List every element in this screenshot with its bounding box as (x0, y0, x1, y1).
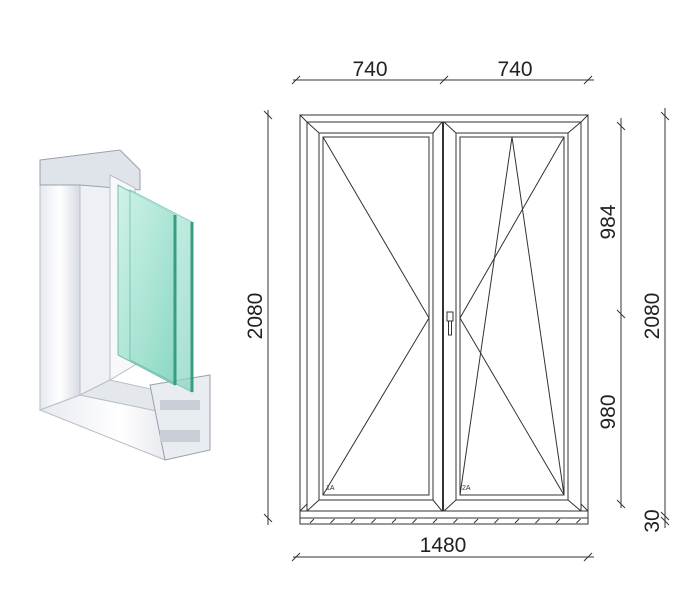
dimension-sill-height: 30 (641, 509, 664, 532)
sash-label-left: 1A (326, 485, 335, 492)
right-sash (443, 121, 582, 512)
hatch-mark (432, 518, 438, 524)
dimension-lines (263, 75, 670, 562)
hatch-mark (330, 518, 335, 524)
hatch-mark (371, 518, 376, 524)
left-sash (306, 121, 443, 512)
dimension-left-height: 2080 (244, 293, 267, 340)
hatch-mark (514, 518, 520, 524)
hatch-mark (535, 518, 540, 524)
hatch-mark (350, 518, 356, 524)
hatch-mark (453, 518, 458, 524)
sill-hatch (309, 518, 581, 524)
sash-label-right: 2A (462, 485, 471, 492)
dimension-top-right: 740 (497, 58, 532, 81)
hatch-mark (494, 518, 499, 524)
profile-section-image (38, 149, 211, 461)
dimension-total-width: 1480 (420, 534, 467, 557)
hatch-mark (391, 518, 397, 524)
dimension-right-height: 2080 (641, 293, 664, 340)
hatch-mark (576, 518, 581, 524)
hatch-mark (555, 518, 561, 524)
dimension-top-left: 740 (352, 58, 387, 81)
handle-icon (446, 311, 454, 336)
dimension-lower-section: 980 (597, 394, 620, 429)
hatch-mark (473, 518, 479, 524)
hatch-mark (412, 518, 417, 524)
hatch-mark (309, 518, 315, 524)
dimension-upper-section: 984 (597, 204, 620, 239)
